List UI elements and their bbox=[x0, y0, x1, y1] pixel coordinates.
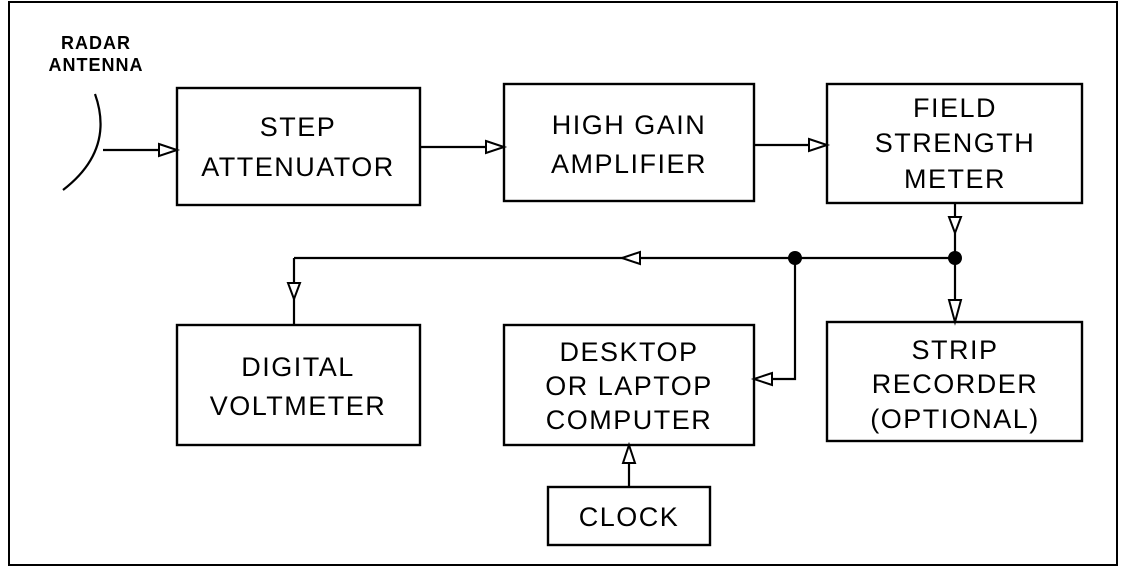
radar-antenna: RADAR ANTENNA bbox=[49, 33, 144, 191]
junction-dot-left bbox=[788, 251, 802, 265]
computer-block: DESKTOP OR LAPTOP COMPUTER bbox=[502, 323, 756, 447]
digital-voltmeter-line1: DIGITAL bbox=[241, 352, 355, 382]
step-attenuator-line2: ATTENUATOR bbox=[201, 152, 395, 182]
antenna-label-line2: ANTENNA bbox=[49, 55, 144, 75]
arrow-clock-into-computer bbox=[621, 441, 637, 464]
arrow-into-meter bbox=[808, 137, 831, 153]
wire-bus-to-computer bbox=[772, 258, 797, 381]
high-gain-amplifier-line1: HIGH GAIN bbox=[552, 110, 707, 140]
digital-voltmeter-block: DIGITAL VOLTMETER bbox=[175, 323, 422, 447]
junction-dot-right bbox=[948, 251, 962, 265]
strip-recorder-line1: STRIP bbox=[911, 335, 998, 365]
step-attenuator-block: STEP ATTENUATOR bbox=[175, 86, 422, 207]
arrow-on-bus bbox=[618, 250, 641, 266]
arrow-meter-output bbox=[947, 216, 963, 236]
strip-recorder-line3: (OPTIONAL) bbox=[870, 404, 1040, 434]
high-gain-amplifier-block: HIGH GAIN AMPLIFIER bbox=[502, 82, 756, 203]
field-strength-meter-block: FIELD STRENGTH METER bbox=[825, 82, 1084, 205]
computer-line2: OR LAPTOP bbox=[545, 371, 713, 401]
strip-recorder-line2: RECORDER bbox=[872, 369, 1039, 399]
arrow-into-voltmeter bbox=[286, 282, 302, 302]
antenna-dish-icon bbox=[62, 93, 102, 191]
arrow-into-attenuator bbox=[158, 142, 181, 158]
arrowheads bbox=[158, 137, 963, 464]
clock-line1: CLOCK bbox=[579, 502, 680, 532]
step-attenuator-line1: STEP bbox=[260, 112, 337, 142]
field-strength-meter-line3: METER bbox=[904, 164, 1006, 194]
clock-block: CLOCK bbox=[546, 485, 712, 547]
high-gain-amplifier-line2: AMPLIFIER bbox=[551, 149, 707, 179]
arrow-into-amplifier bbox=[485, 139, 508, 155]
strip-recorder-block: STRIP RECORDER (OPTIONAL) bbox=[825, 320, 1084, 443]
computer-line1: DESKTOP bbox=[559, 337, 698, 367]
field-strength-meter-line1: FIELD bbox=[913, 93, 997, 123]
computer-line3: COMPUTER bbox=[546, 405, 713, 435]
arrow-into-recorder bbox=[947, 299, 963, 326]
field-strength-meter-line2: STRENGTH bbox=[875, 128, 1036, 158]
antenna-label-line1: RADAR bbox=[61, 33, 131, 53]
arrow-into-computer bbox=[750, 371, 773, 387]
digital-voltmeter-line2: VOLTMETER bbox=[210, 391, 387, 421]
